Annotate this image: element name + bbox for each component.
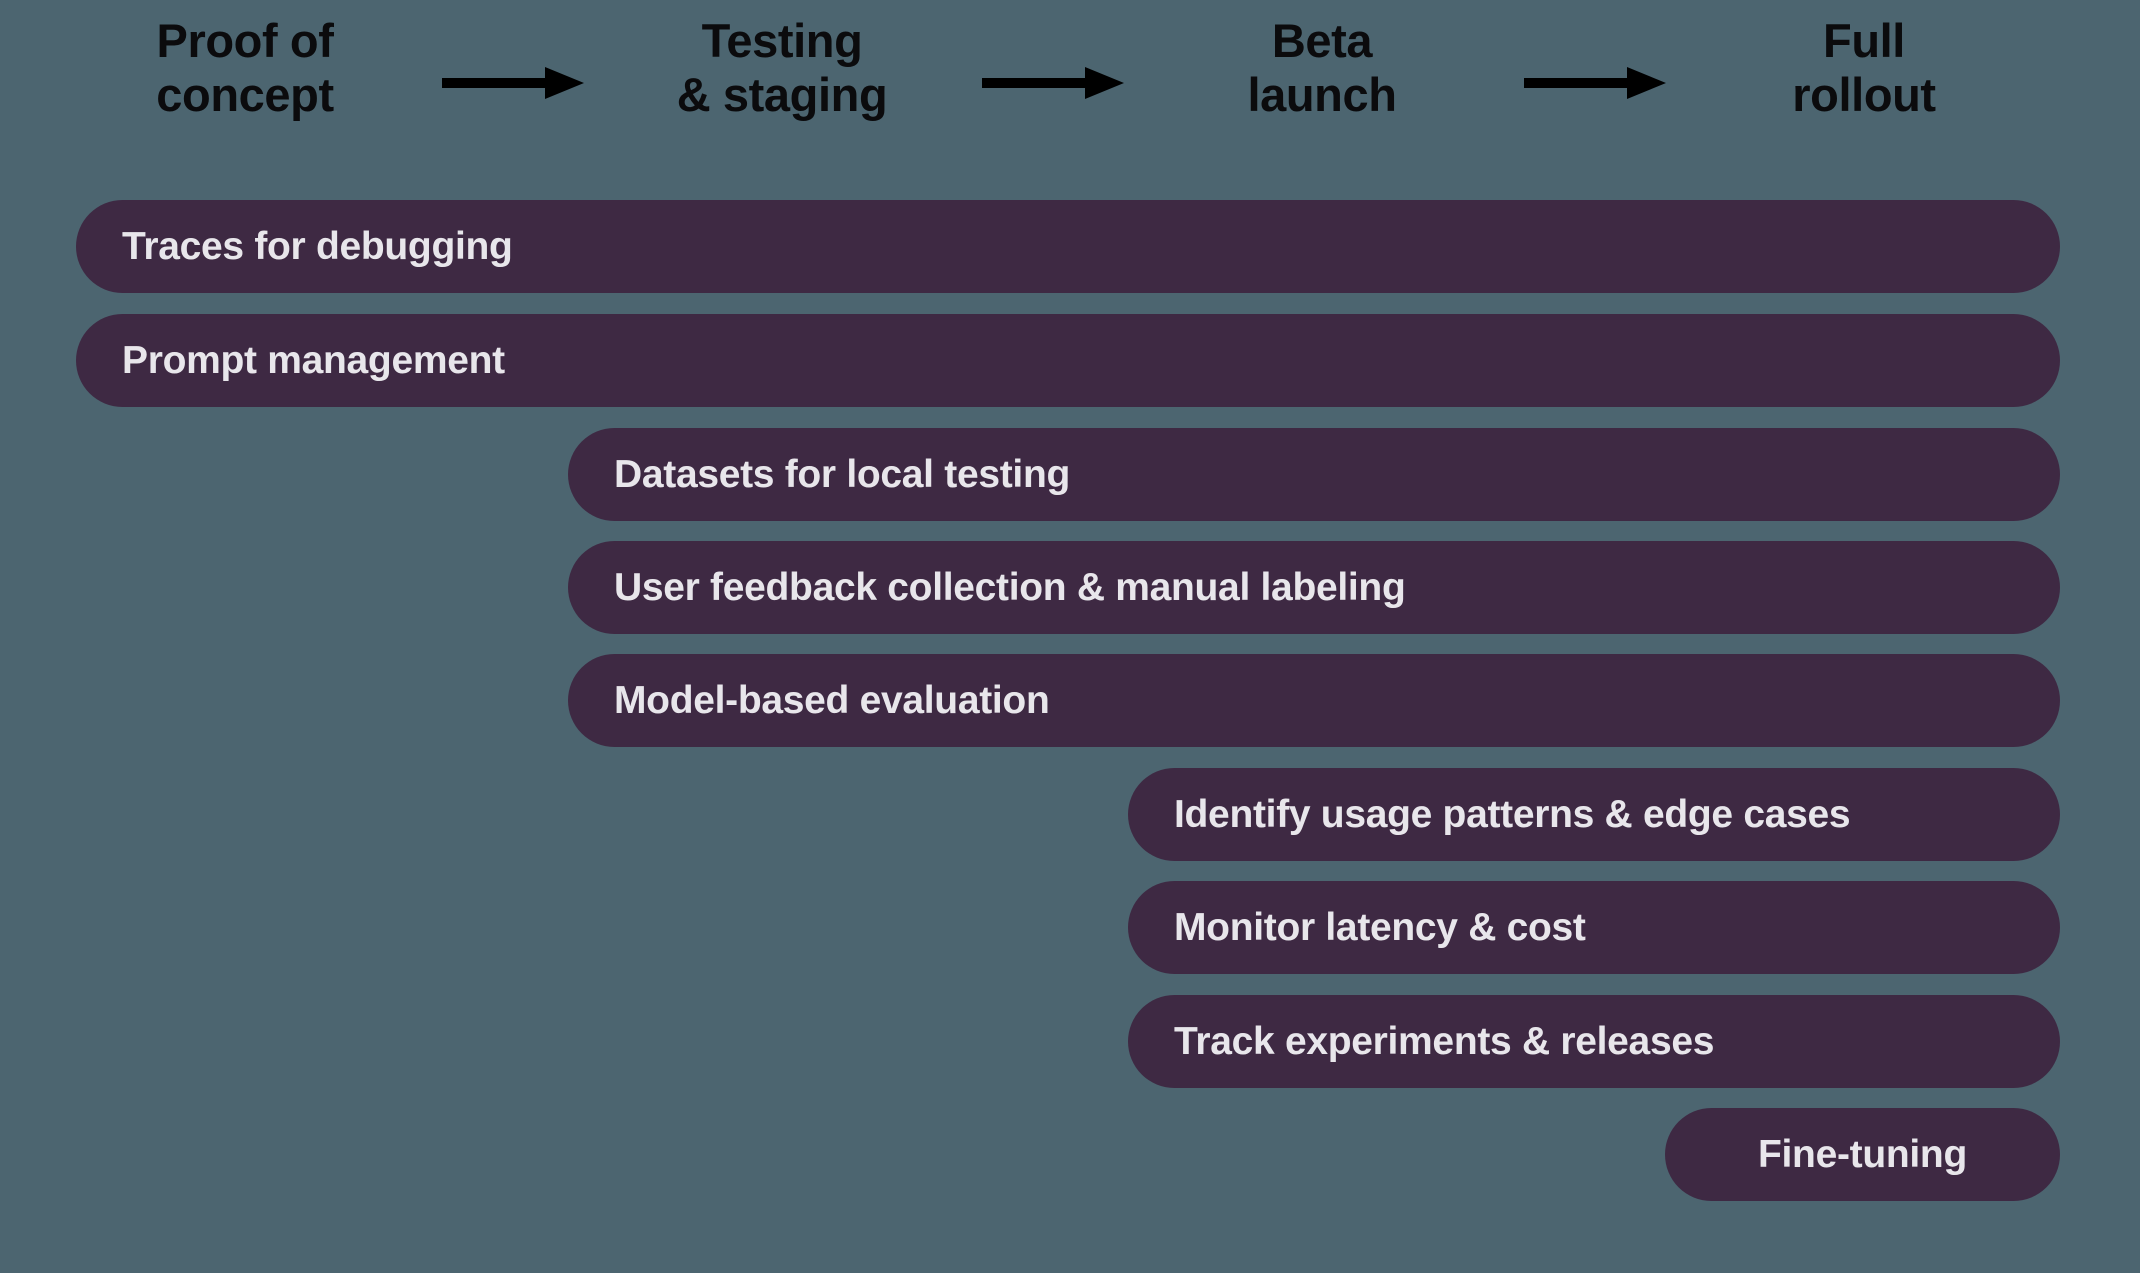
capability-bar-user-feedback-collection: User feedback collection & manual labeli… <box>568 541 2060 634</box>
capability-bar-label: Datasets for local testing <box>614 452 1070 496</box>
stage-label-proof-of-concept: Proof of concept <box>156 14 334 122</box>
capability-bar-fine-tuning: Fine-tuning <box>1665 1108 2060 1201</box>
capability-bar-label: Track experiments & releases <box>1174 1019 1715 1063</box>
stage-label-testing-staging: Testing & staging <box>676 14 888 122</box>
capability-bar-label: Identify usage patterns & edge cases <box>1174 792 1851 836</box>
capability-bar-monitor-latency-cost: Monitor latency & cost <box>1128 881 2060 974</box>
capability-bar-traces-for-debugging: Traces for debugging <box>76 200 2060 293</box>
capability-bar-label: Traces for debugging <box>122 224 513 268</box>
capability-bar-label: Fine-tuning <box>1758 1132 1967 1176</box>
capability-bar-identify-usage-patterns: Identify usage patterns & edge cases <box>1128 768 2060 861</box>
capability-bar-prompt-management: Prompt management <box>76 314 2060 407</box>
stage-label-full-rollout: Full rollout <box>1792 14 1936 122</box>
capability-bar-label: Model-based evaluation <box>614 678 1050 722</box>
capability-bar-label: User feedback collection & manual labeli… <box>614 565 1406 609</box>
arrow-right-icon-beta-to-rollout <box>1524 62 1666 104</box>
capability-bar-datasets-for-local-testing: Datasets for local testing <box>568 428 2060 521</box>
capability-bar-track-experiments-releases: Track experiments & releases <box>1128 995 2060 1088</box>
arrow-right-icon-testing-to-beta <box>982 62 1124 104</box>
arrow-right-icon-poc-to-testing <box>442 62 584 104</box>
capability-bar-model-based-evaluation: Model-based evaluation <box>568 654 2060 747</box>
stage-label-beta-launch: Beta launch <box>1247 14 1397 122</box>
capability-bar-label: Prompt management <box>122 338 505 382</box>
capability-bar-label: Monitor latency & cost <box>1174 905 1586 949</box>
